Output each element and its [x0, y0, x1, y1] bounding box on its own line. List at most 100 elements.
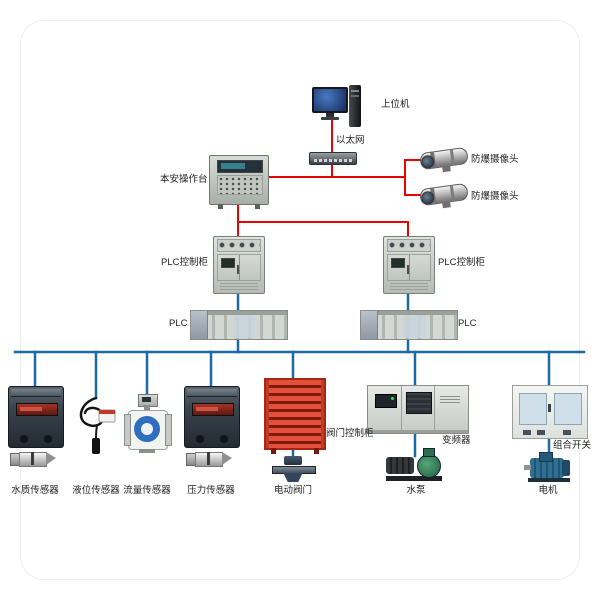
label-plc-right: PLC	[458, 318, 477, 329]
label-motor: 电机	[538, 485, 558, 496]
motor-shaft	[524, 465, 531, 470]
rack-power-module	[361, 311, 378, 339]
cabinet-handle	[548, 404, 551, 412]
motor	[524, 452, 574, 482]
rack-rail	[361, 311, 457, 315]
host-computer-tower	[349, 85, 361, 127]
label-combination-switch: 组合开关	[553, 440, 592, 451]
pump-motor	[386, 457, 414, 474]
monitor-base	[321, 117, 339, 120]
label-plc-cabinet-left: PLC控制柜	[161, 257, 208, 268]
probe-tip	[222, 452, 232, 465]
cabinet-handle	[237, 264, 240, 274]
motor-end-cap	[562, 460, 570, 476]
flowmeter-flange	[165, 414, 172, 446]
rack-rail	[191, 311, 287, 315]
electric-valve	[270, 456, 316, 482]
plc-rack-left	[190, 310, 288, 340]
label-water-quality-sensor: 水质传感器	[11, 485, 59, 496]
motor-feet	[528, 478, 570, 482]
motor-junction-box	[539, 452, 553, 462]
cabinet-display	[221, 258, 235, 268]
vfd-display-panel	[375, 394, 397, 408]
flowmeter-base	[139, 449, 155, 453]
cable-glands	[20, 435, 28, 443]
rack-io-module	[403, 315, 425, 338]
monitor-stand	[326, 113, 334, 117]
cabinet-vent	[220, 283, 258, 290]
label-electric-valve: 电动阀门	[273, 485, 312, 496]
valve-actuator	[284, 456, 302, 465]
probe-band	[207, 452, 210, 465]
label-pressure-sensor: 压力传感器	[187, 485, 235, 496]
enclosure-display	[16, 403, 58, 416]
pump-outlet	[423, 448, 435, 457]
flowmeter-neck	[144, 405, 150, 410]
flowmeter-coil	[134, 416, 160, 442]
console-leg	[218, 204, 223, 209]
level-sensor-graphic	[79, 396, 116, 454]
water-quality-probe	[10, 452, 56, 467]
cabinet-leg	[314, 448, 319, 454]
ethernet-red-lines	[237, 117, 423, 238]
console-buttons	[217, 175, 263, 195]
console-leg	[255, 204, 260, 209]
enclosure-display	[192, 403, 234, 416]
combination-switch-cabinet	[512, 385, 588, 439]
plc-control-cabinet-left	[213, 236, 265, 294]
label-level-sensor: 液位传感器	[72, 485, 120, 496]
vfd-module-panel	[406, 392, 432, 414]
flow-sensor	[124, 394, 172, 456]
cabinet-vent	[390, 283, 428, 290]
label-console: 本安操作台	[160, 174, 208, 185]
label-valve-control-cabinet: 阀门控制柜	[326, 428, 374, 439]
level-sensor	[75, 394, 119, 463]
cabinet-window	[519, 393, 547, 425]
cabinet-terminals	[523, 430, 531, 435]
cabinet-doors	[387, 254, 431, 281]
water-quality-sensor-enclosure	[8, 386, 64, 448]
pressure-probe	[186, 452, 232, 467]
rack-power-module	[191, 311, 208, 339]
vfd-base	[368, 430, 468, 433]
pressure-sensor-enclosure	[184, 386, 240, 448]
plc-rack-right	[360, 310, 458, 340]
motor-body	[530, 458, 564, 478]
camera-mount	[442, 165, 451, 173]
valve-flange	[272, 466, 316, 474]
monitor-screen	[312, 87, 348, 113]
camera-mount	[442, 201, 451, 209]
cable-glands	[196, 435, 204, 443]
label-frequency-converter: 变频器	[442, 435, 471, 446]
flowmeter-flange	[124, 414, 131, 446]
operator-console	[209, 155, 269, 209]
water-pump	[384, 448, 444, 482]
rack-io-module	[233, 315, 255, 338]
cabinet-gauges	[217, 239, 261, 252]
ethernet-switch	[309, 152, 357, 165]
card-border	[20, 20, 580, 580]
vfd-vent	[440, 396, 460, 405]
cabinet-leg	[271, 448, 276, 454]
console-screen	[217, 160, 263, 173]
cabinet-gauges	[387, 239, 431, 252]
label-ethernet: 以太网	[336, 135, 365, 146]
label-water-pump: 水泵	[406, 485, 426, 496]
pump-base	[386, 476, 442, 481]
label-flow-sensor: 流量传感器	[123, 485, 171, 496]
probe-tip	[46, 452, 56, 465]
label-plc-cabinet-right: PLC控制柜	[438, 257, 485, 268]
probe-band	[31, 452, 34, 465]
cabinet-window	[554, 393, 582, 425]
plc-control-cabinet-right	[383, 236, 435, 294]
host-computer-monitor	[312, 87, 348, 120]
enclosure-lid	[187, 389, 237, 397]
cabinet-handle	[407, 264, 410, 274]
label-camera-top: 防爆摄像头	[471, 154, 519, 165]
valve-control-cabinet	[264, 378, 326, 454]
label-camera-bottom: 防爆摄像头	[471, 191, 519, 202]
label-host-computer: 上位机	[381, 99, 410, 110]
cabinet-doors	[217, 254, 261, 281]
